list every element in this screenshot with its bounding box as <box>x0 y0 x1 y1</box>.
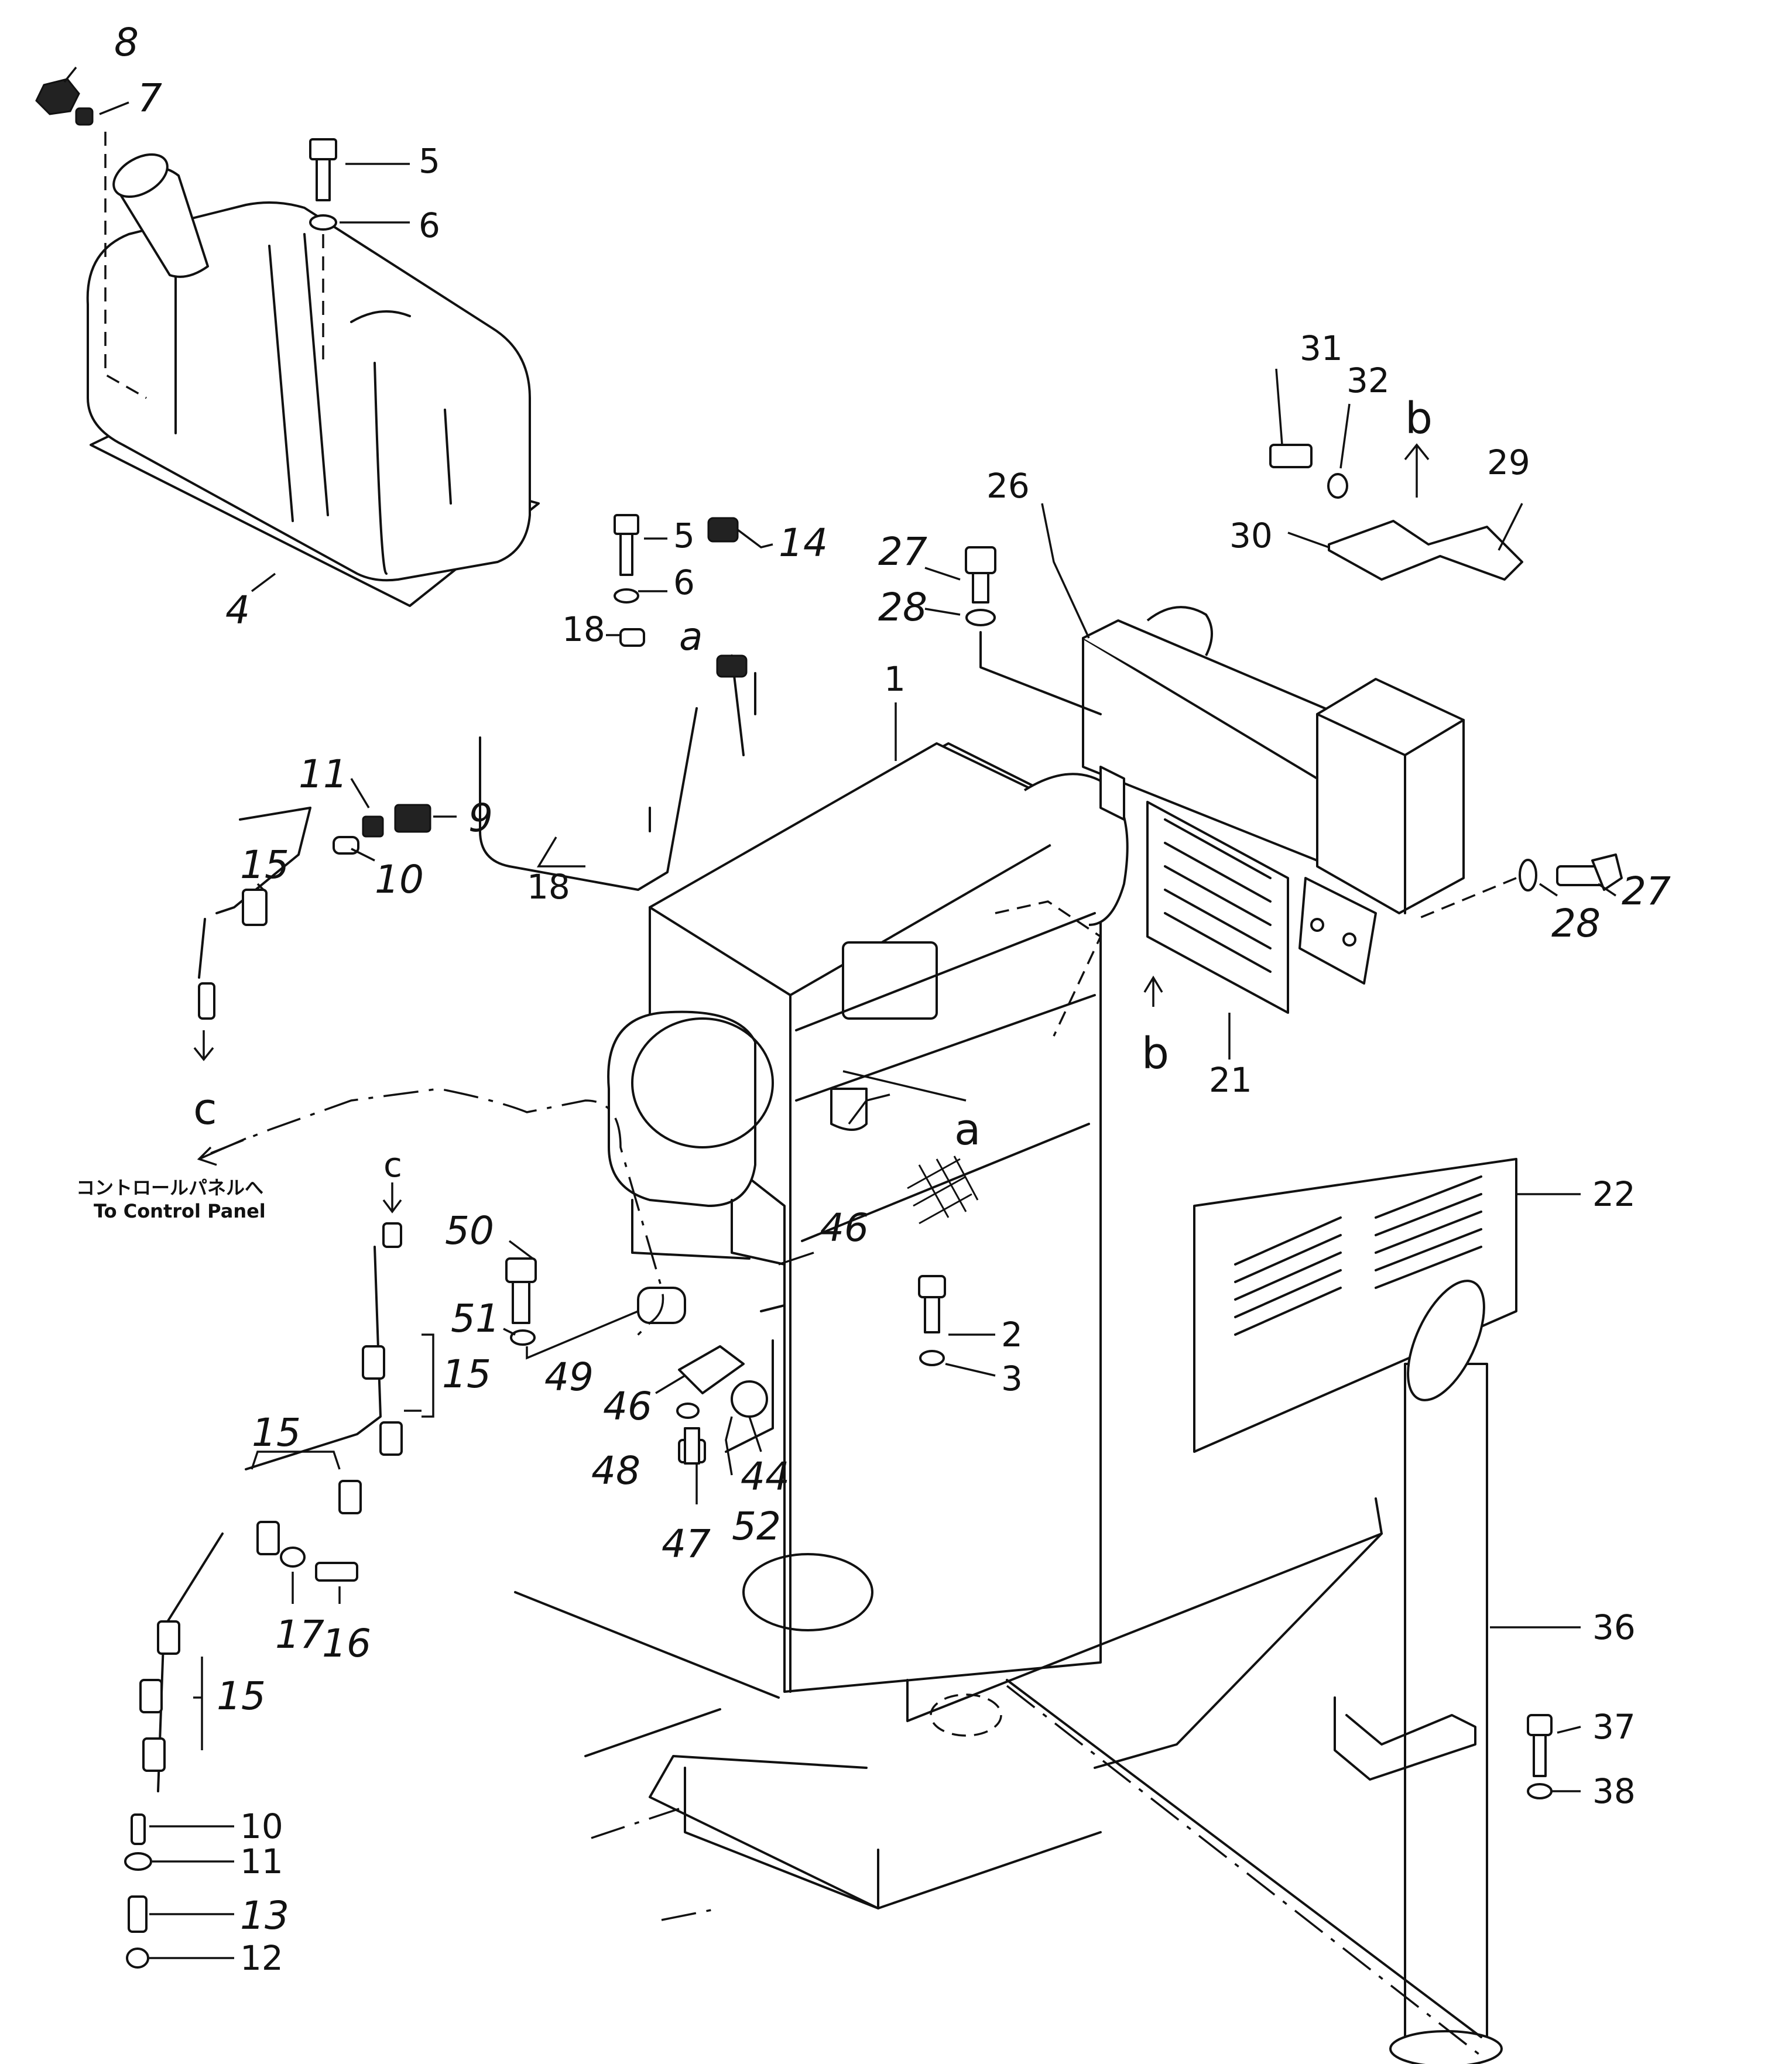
callout-29: 29 <box>1487 443 1530 482</box>
callout-13: 13 <box>240 1893 289 1938</box>
callout-28-right: 28 <box>1551 901 1601 946</box>
leader-lines <box>63 66 1616 1959</box>
callout-46-upper: 46 <box>820 1205 869 1250</box>
callout-14: 14 <box>779 520 828 565</box>
callout-7: 7 <box>138 76 162 121</box>
callout-6-mid: 6 <box>673 563 695 602</box>
heater-duct <box>1082 606 1465 985</box>
callout-18-lower: 18 <box>527 867 570 907</box>
callout-15-upper: 15 <box>240 842 289 887</box>
ref-b-upper: b <box>1405 393 1433 444</box>
callout-12: 12 <box>240 1938 283 1978</box>
callout-15-left: 15 <box>252 1410 301 1455</box>
callout-6-top: 6 <box>419 205 440 245</box>
callout-10-upper: 10 <box>375 857 424 902</box>
reference-letters: a a b b c c <box>193 393 1433 1185</box>
callout-31: 31 <box>1300 328 1343 368</box>
exhaust-pipe <box>1389 1280 1503 2064</box>
callout-2: 2 <box>1001 1315 1023 1355</box>
tank-cap <box>35 78 94 126</box>
callout-50: 50 <box>445 1208 494 1253</box>
callout-11-upper: 11 <box>299 752 348 797</box>
callout-32: 32 <box>1346 361 1390 400</box>
fuel-tank <box>86 153 540 607</box>
ref-c-lower: c <box>383 1145 402 1185</box>
callout-17: 17 <box>275 1612 324 1657</box>
callout-labels: 8 7 5 6 4 5 6 18 14 11 9 10 15 18 1 27 2… <box>114 20 1671 1978</box>
louver-panel-22 <box>1193 1158 1517 1453</box>
callout-5-top: 5 <box>419 141 440 181</box>
note-english: To Control Panel <box>94 1200 266 1222</box>
callout-22: 22 <box>1592 1174 1636 1214</box>
callout-21: 21 <box>1209 1060 1252 1100</box>
callout-5-mid: 5 <box>673 516 695 556</box>
callout-38: 38 <box>1592 1771 1636 1811</box>
callout-1: 1 <box>884 659 906 699</box>
heater-unit <box>607 742 1129 1693</box>
callout-36: 36 <box>1592 1607 1636 1647</box>
callout-10-lower: 10 <box>240 1806 283 1846</box>
ref-a-lower: a <box>954 1105 981 1155</box>
callout-52: 52 <box>732 1504 781 1549</box>
callout-11-lower: 11 <box>240 1842 283 1881</box>
base-frame <box>514 1497 1488 2062</box>
bracket-29-30 <box>1328 520 1523 1781</box>
callout-15-lower: 15 <box>217 1674 266 1719</box>
control-panel-route <box>210 1088 664 1342</box>
callout-8: 8 <box>114 20 139 65</box>
callout-49: 49 <box>544 1355 594 1400</box>
ref-c-upper: c <box>193 1084 217 1134</box>
callout-16: 16 <box>322 1621 371 1666</box>
callout-28-upper: 28 <box>878 585 927 630</box>
callout-46-lower: 46 <box>603 1384 652 1429</box>
callout-37: 37 <box>1592 1707 1636 1747</box>
callout-44: 44 <box>741 1454 790 1499</box>
louver-panel-21 <box>1146 801 1289 1014</box>
callout-4: 4 <box>225 588 250 633</box>
callout-18-upper: 18 <box>562 609 605 649</box>
callout-47: 47 <box>662 1521 711 1566</box>
control-panel-note: コントロールパネルへ To Control Panel <box>76 1177 266 1222</box>
callout-9: 9 <box>468 796 493 841</box>
callout-3: 3 <box>1001 1359 1023 1398</box>
callout-27-right: 27 <box>1622 869 1671 914</box>
callout-15-mid: 15 <box>442 1352 491 1397</box>
control-panel-arrow <box>197 1137 246 1166</box>
callout-26: 26 <box>986 466 1030 506</box>
ref-b-lower: b <box>1142 1028 1169 1079</box>
small-parts <box>124 138 1623 1969</box>
note-japanese: コントロールパネルへ <box>76 1177 263 1199</box>
ref-a-upper: a <box>679 614 703 659</box>
callout-48: 48 <box>591 1448 640 1493</box>
callout-51: 51 <box>451 1296 500 1341</box>
callout-27-upper: 27 <box>878 529 927 574</box>
callout-30: 30 <box>1229 516 1273 556</box>
